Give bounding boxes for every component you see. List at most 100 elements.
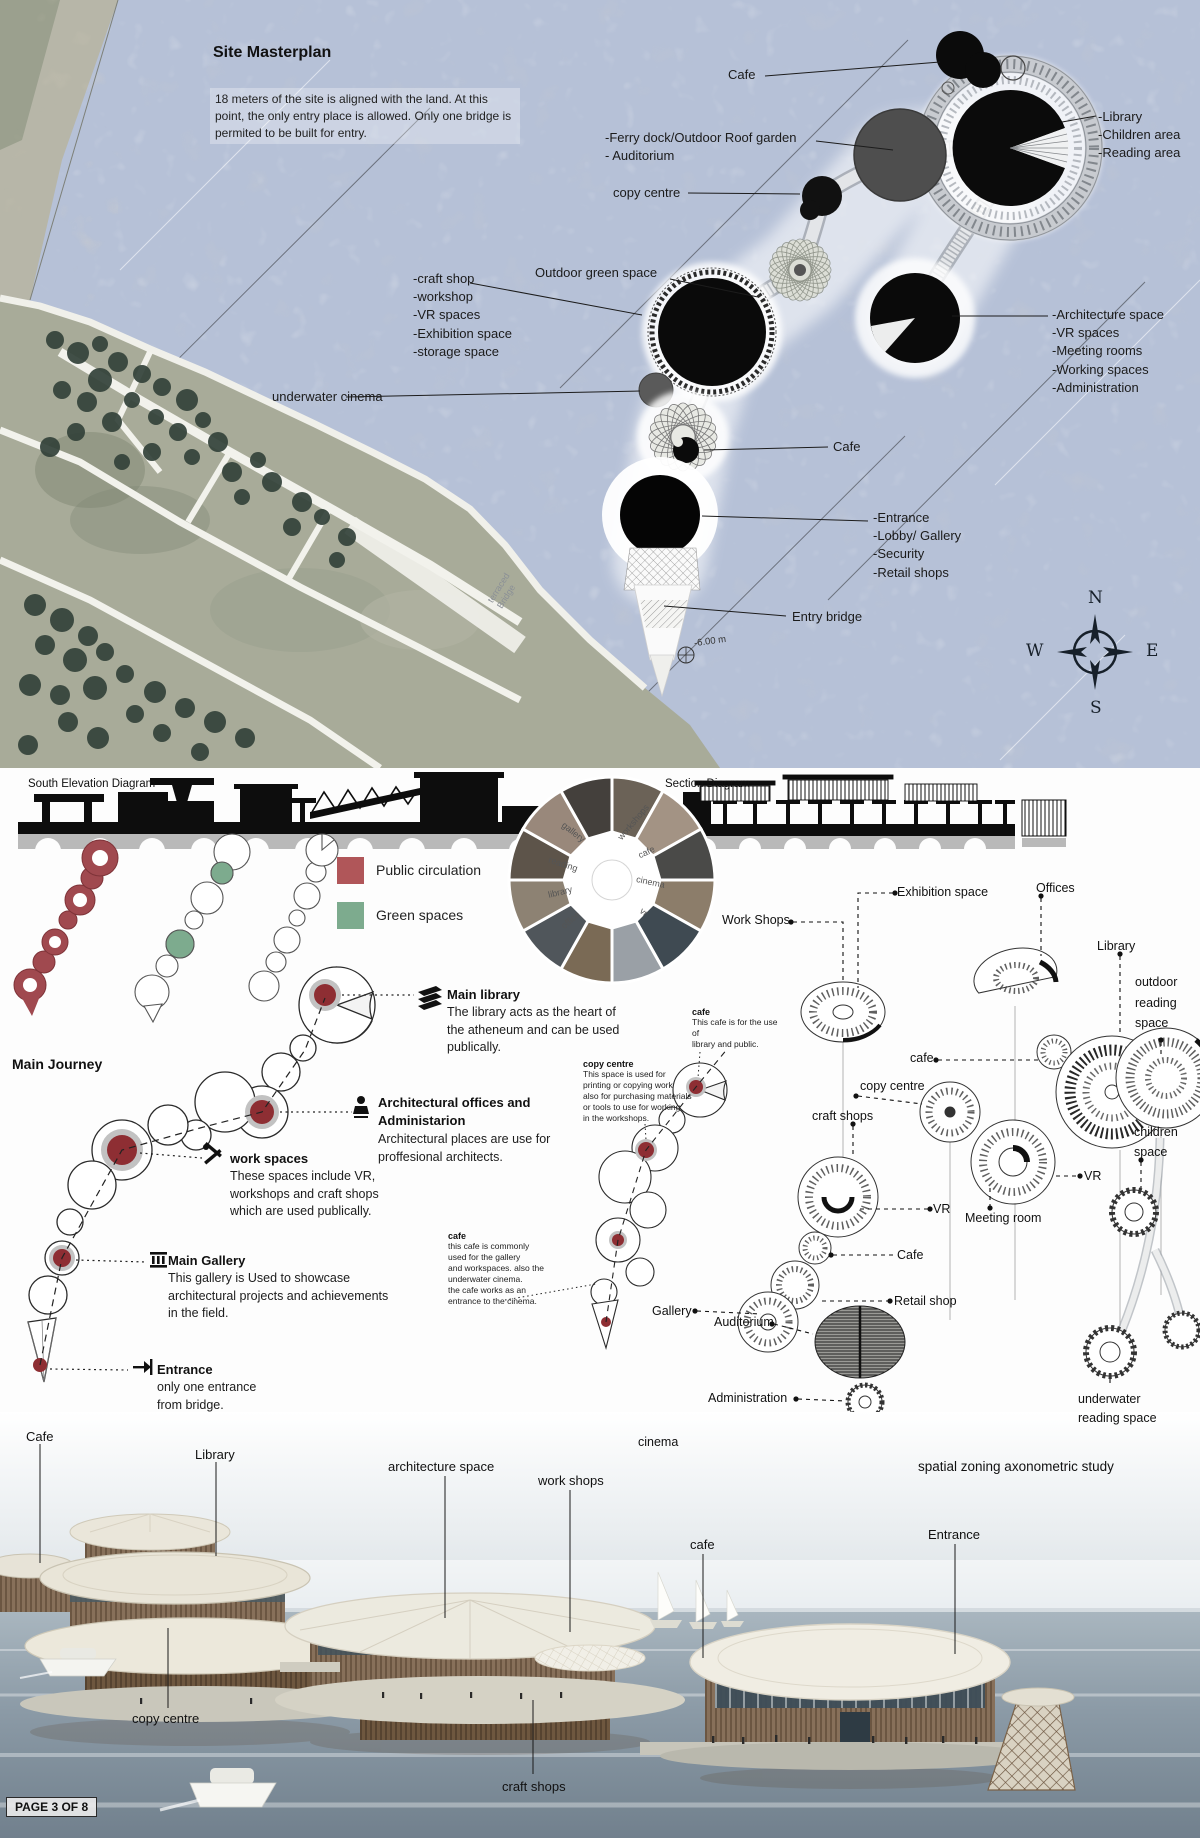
land-topleft [0, 0, 119, 306]
legend-public-label: Public circulation [376, 862, 482, 878]
people [140, 1692, 978, 1744]
note-copy-centre-title: copy centre [583, 1059, 634, 1069]
axo-reading-disc [1115, 1027, 1200, 1129]
axo-label-offices: Offices [1036, 881, 1075, 895]
mid-journey-diagram [504, 1047, 729, 1351]
label-copy-centre: copy centre [613, 185, 681, 200]
plan-cafe-top [936, 31, 1026, 95]
render-label-architecture-space: architecture space [388, 1459, 495, 1474]
compass-s: S [1090, 698, 1102, 718]
render-label-cafe-mid: cafe [690, 1537, 715, 1552]
journey-library-title: Main library [447, 987, 520, 1002]
plan-auditorium [853, 108, 947, 202]
label-craft-group: -craft shop -workshop -VR spaces -Exhibi… [413, 271, 512, 359]
journey-offices-title: Architectural offices and Administarion [378, 1095, 531, 1128]
axo-label-cafe-chain: Cafe [897, 1248, 924, 1262]
axo-label-library: Library [1097, 939, 1136, 953]
render-view [0, 1412, 1200, 1838]
note-cafe-library-title: cafe [692, 1007, 711, 1017]
axo-label-children: children space [1134, 1125, 1178, 1159]
axo-label-craft-shops: craft shops [812, 1109, 874, 1123]
render-leaders [39, 1444, 956, 1774]
axo-workshop-disc [800, 981, 886, 1043]
axo-cafe-pod-chain [798, 1231, 832, 1265]
label-underwater-cinema: underwater cinema [272, 389, 383, 404]
axo-copy-disc [919, 1081, 981, 1143]
axo-label-vr-right: VR [1084, 1169, 1102, 1183]
axo-label-administration: Administration [708, 1391, 788, 1405]
label-ferry-dock: -Ferry dock/Outdoor Roof garden - Audito… [605, 130, 797, 164]
yacht-small [19, 1648, 117, 1679]
render-label-library: Library [195, 1447, 235, 1462]
section-drawing [680, 774, 1067, 860]
masterplan-title: Site Masterplan [213, 44, 332, 61]
compass-rose [1057, 614, 1133, 690]
label-entry-bridge: Entry bridge [792, 609, 863, 624]
axo-right-gear [1162, 1310, 1200, 1350]
gallery-icon [150, 1252, 167, 1268]
axo-label-gallery: Gallery [652, 1304, 692, 1318]
page-badge: PAGE 3 OF 8 [6, 1797, 98, 1817]
label-architecture-group: -Architecture space -VR spaces -Meeting … [1052, 307, 1164, 395]
axo-cafe-pod-top [1036, 1034, 1072, 1070]
journey-gallery-body: This gallery is Used to showcase archite… [168, 1271, 389, 1320]
south-elevation-label: South Elevation Diagram [28, 778, 156, 790]
axo-label-cafe-left: cafe [910, 1051, 934, 1065]
legend-green-label: Green spaces [376, 907, 464, 923]
axo-label-copy-centre: copy centre [860, 1079, 925, 1093]
render-label-craft-shops: craft shops [502, 1779, 566, 1794]
plan-copy-centre [800, 176, 842, 220]
mini-chain-red [13, 839, 119, 1016]
note-cafe-library-body: This cafe is for the use of library and … [692, 1017, 778, 1050]
render-label-work-shops: work shops [538, 1473, 604, 1488]
enter-arrow-icon [133, 1359, 153, 1375]
axo-label-vr-left: VR [933, 1202, 951, 1216]
render-label-entrance: Entrance [928, 1527, 981, 1542]
building-middle-cluster [275, 1592, 685, 1740]
axo-gallery-disc [737, 1291, 799, 1353]
main-journey-heading: Main Journey [12, 1056, 103, 1072]
tools-icon [203, 1142, 222, 1165]
axo-auditorium-dome [814, 1305, 906, 1379]
trees [18, 331, 356, 761]
journey-icons [133, 986, 442, 1375]
note-copy-centre-body: This space is used for printing or copyi… [583, 1069, 692, 1124]
axo-label-retail: Retail shop [894, 1294, 957, 1308]
axo-label-exhibition: Exhibition space [897, 885, 989, 899]
render-label-copy-centre: copy centre [132, 1711, 200, 1726]
legend-swatch-public [337, 857, 364, 884]
person-podium-icon [353, 1096, 369, 1118]
main-journey-diagram [27, 966, 442, 1383]
compass-w: W [1026, 641, 1044, 661]
journey-entrance-title: Entrance [157, 1362, 213, 1377]
masterplan-description: 18 meters of the site is aligned with th… [210, 88, 520, 145]
axo-label-auditorium: Auditorium [714, 1315, 774, 1329]
journey-offices-body: Architectural places are use for proffes… [378, 1132, 551, 1164]
note-cafe-gallery-body: this cafe is commonly used for the galle… [448, 1241, 544, 1307]
legend-swatch-green [337, 902, 364, 929]
label-library-group: -Library -Children area -Reading area [1098, 109, 1181, 161]
axo-craft-disc [797, 1156, 879, 1238]
books-icon [418, 986, 442, 1010]
note-cafe-gallery-title: cafe [448, 1231, 467, 1241]
axo-offices-pod [973, 947, 1059, 994]
axo-underwater-gear [1083, 1325, 1137, 1379]
axo-caption: spatial zoning axonometric study [918, 1459, 1114, 1474]
plan-entrance [602, 457, 718, 698]
journey-workspaces-body: These spaces include VR, workshops and c… [230, 1169, 379, 1218]
journey-gallery-title: Main Gallery [168, 1253, 246, 1268]
axo-meeting-disc [970, 1119, 1056, 1205]
label-outdoor-green: Outdoor green space [535, 265, 658, 280]
mini-chain-plain [248, 833, 339, 1002]
masterplan-map [0, 0, 1200, 771]
label-cafe-top: Cafe [728, 67, 756, 82]
mini-chain-green [134, 833, 251, 1024]
land-mass [0, 294, 720, 771]
plan-architecture [855, 258, 975, 378]
yacht-large [159, 1768, 277, 1812]
plan-library-lotus [917, 55, 1103, 241]
section-label: Section Diagram [665, 778, 751, 790]
parcel-lines-light [119, 59, 1200, 761]
